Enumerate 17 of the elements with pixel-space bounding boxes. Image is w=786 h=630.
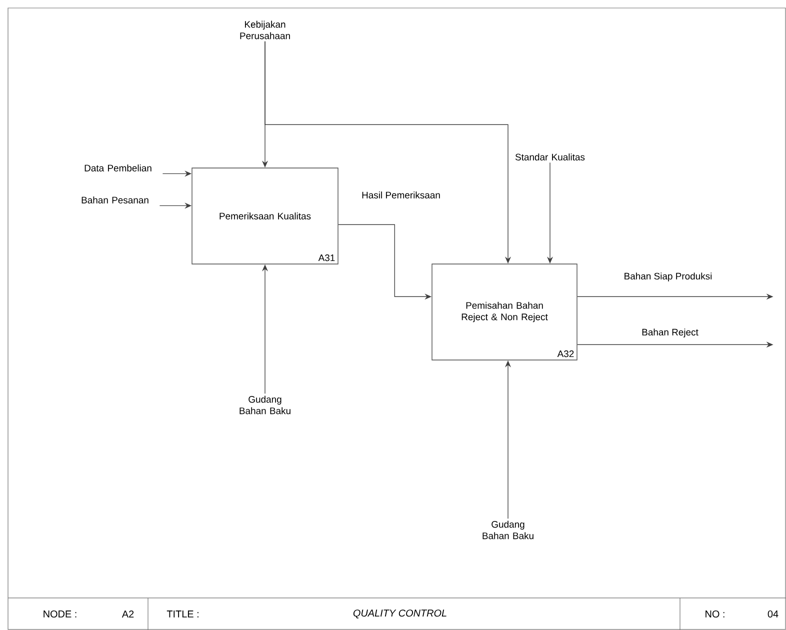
input-label: Data Pembelian: [84, 164, 152, 172]
input-label: Kebijakan Perusahaan: [240, 20, 290, 40]
edge-label: Hasil Pemeriksaan: [360, 190, 442, 200]
input-label: Gudang Bahan Baku: [240, 396, 290, 414]
title-block-text: A2: [122, 610, 134, 618]
title-block-text: TITLE :: [166, 610, 198, 618]
title-block-text: QUALITY CONTROL: [353, 610, 446, 618]
edge-label: Bahan Reject: [640, 327, 700, 339]
title-block-text: 04: [768, 610, 778, 618]
title-block-text: NODE :: [44, 610, 76, 618]
input-label: Bahan Pesanan: [82, 196, 148, 204]
input-label: Standar Kualitas: [515, 154, 585, 160]
activity-box: Pemisahan Bahan Reject & Non Reject A32: [432, 264, 578, 360]
title-block-text: NO :: [706, 610, 724, 618]
input-label: Gudang Bahan Baku: [482, 520, 534, 540]
activity-box: Pemeriksaan Kualitas A31: [192, 168, 338, 264]
edge-label: Bahan Siap Produksi: [622, 271, 714, 283]
